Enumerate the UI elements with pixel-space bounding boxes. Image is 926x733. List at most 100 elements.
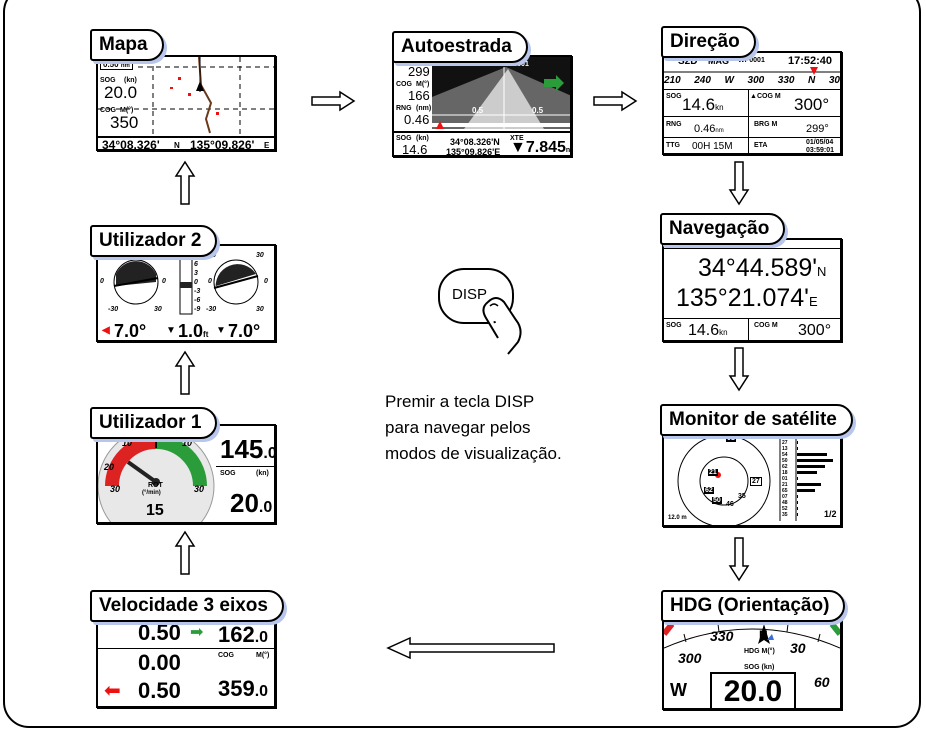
caption-line-3: modos de visualização. — [385, 444, 562, 463]
mapa-sog-label: SOG — [100, 77, 116, 84]
sat-signal-bar — [797, 489, 815, 492]
u1-sog-label: SOG — [220, 470, 236, 477]
dir-wp: WP0001 — [738, 57, 765, 64]
highway-graphic — [432, 57, 570, 129]
vel-r1-dec: .0 — [254, 629, 269, 646]
mapa-cog-value: 350 — [110, 113, 139, 132]
u2-scale-tick: 6 — [194, 261, 198, 268]
rot-gauge — [98, 427, 215, 522]
vel-r1: 162 — [218, 622, 255, 647]
map-scale-unit: nm — [120, 63, 130, 69]
sat-21: 21 — [708, 469, 718, 476]
dir-rng-label: RNG — [666, 121, 682, 128]
screen-utilizador1: 10 10 20 30 30 ROT (°/min) 15 145.0 SOG … — [96, 424, 276, 524]
dir-rng-unit: nm — [715, 128, 724, 134]
dir-ttg-label: TTG — [666, 142, 680, 149]
u2-top-3: 30 — [256, 252, 264, 259]
disp-key-label: DISP — [452, 286, 488, 303]
arrow-right-2 — [593, 90, 638, 112]
u2-scale-tick: 3 — [194, 270, 198, 277]
u2-bot-3: 30 — [256, 306, 264, 313]
u2-top-2: -30 — [206, 252, 217, 259]
vel-r2: 359 — [218, 676, 255, 701]
dir-compass-2: W — [724, 75, 734, 86]
compass-ticks — [664, 67, 840, 75]
sat-bar-label: 07 — [782, 494, 788, 500]
vel-cog-unit: M(°) — [256, 652, 270, 659]
screen-navegacao: 34°44.589'N 135°21.074'E SOG 14.6kn COG … — [662, 238, 842, 342]
hdg-compass-arc — [664, 622, 840, 649]
mapa-cog-label: COG — [100, 107, 116, 114]
caption: Premir a tecla DISP para navegar pelos m… — [385, 389, 562, 467]
tab-utilizador1: Utilizador 1 — [90, 407, 218, 439]
u1-g10r: 10 — [182, 438, 193, 448]
sat-bar-label: 50 — [782, 458, 788, 464]
u1-v2: 20 — [230, 488, 259, 518]
mapa-lat-h: N — [174, 141, 180, 150]
nav-lon-h: E — [808, 294, 818, 309]
u2-v2: 1.0 — [178, 321, 204, 341]
dir-eta-time: 03:59:01 — [806, 147, 835, 154]
screen-utilizador2: 30 -30 -30 30 0 0 0 0 -30 30 -30 30 9630… — [96, 244, 276, 342]
u1-rot-value: 15 — [146, 502, 164, 519]
dir-compass-6: 30 — [828, 75, 840, 86]
hdg-sog-label: SOG (kn) — [744, 664, 775, 671]
dir-compass-3: 300 — [747, 75, 765, 86]
sat-signal-bar — [797, 507, 798, 510]
u2-bot-1: 30 — [154, 306, 162, 313]
tab-mapa: Mapa — [90, 29, 164, 61]
caption-line-1: Premir a tecla DISP — [385, 392, 535, 411]
mapa-cog-unit: M(°) — [120, 107, 134, 114]
u2-scale-tick: -6 — [194, 297, 201, 304]
nav-lon: 135°21.074' — [676, 284, 809, 312]
hdg-30: 30 — [790, 640, 806, 656]
sat-signal-bar — [797, 477, 798, 480]
nav-cog-value: 300° — [798, 322, 832, 339]
auto-sog-label: SOG — [396, 135, 412, 142]
sat-signal-bar — [797, 459, 833, 462]
arrow-down-3 — [728, 537, 750, 582]
dir-cog-label: COG M — [756, 93, 781, 100]
vel-arrow-green: ➡ — [190, 624, 204, 641]
arrow-down-2 — [728, 347, 750, 392]
dir-sog-unit: kn — [715, 103, 724, 112]
sat-01: 01 — [726, 435, 736, 442]
sat-46: 46 — [726, 501, 734, 508]
vel-cog-label: COG — [218, 652, 234, 659]
auto-lane-right: 0.5 — [532, 106, 544, 115]
dir-s2d: S2D — [678, 56, 698, 67]
screen-velocidade: 0.50 ➡ 0.00 ⬅ 0.50 162.0 COG M(°) 359.0 — [96, 612, 276, 708]
tab-velocidade: Velocidade 3 eixos — [90, 590, 284, 622]
vel-v2: 0.00 — [138, 650, 181, 675]
vel-v3: 0.50 — [138, 678, 181, 703]
mapa-sog-value: 20.0 — [104, 83, 138, 102]
u2-mid-3: 0 — [264, 278, 268, 285]
sat-62: 62 — [704, 487, 714, 494]
arrow-up-1 — [174, 530, 196, 575]
dir-mag: MAG — [708, 56, 729, 66]
auto-lon: 135°09.826'E — [446, 147, 501, 157]
hdg-sog-value: 20.0 — [710, 672, 796, 708]
u2-mid-0: 0 — [100, 278, 104, 285]
auto-sog-unit: (kn) — [416, 135, 429, 142]
sat-hdop: 1.60 — [760, 433, 774, 440]
nav-lat: 34°44.589' — [698, 254, 818, 282]
arrow-up-3 — [174, 160, 196, 205]
hdg-hdg-label: HDG M(°) — [744, 648, 775, 655]
arrow-left-long — [386, 636, 555, 660]
tab-navegacao: Navegação — [660, 213, 786, 245]
sat-bar-label: 65 — [782, 488, 788, 494]
hdg-n: N — [759, 628, 768, 642]
nav-sog-label: SOG — [666, 322, 682, 329]
caption-line-2: para navegar pelos — [385, 418, 531, 437]
tab-autoestrada: Autoestrada — [392, 31, 528, 63]
sat-signal-bar — [797, 483, 821, 486]
dir-brg-value: 299° — [806, 123, 829, 135]
sat-bar-label: 46 — [782, 434, 788, 440]
nav-sog-unit: kn — [719, 328, 728, 337]
u1-rot-unit: (°/min) — [142, 490, 161, 496]
auto-cog-value: 166 — [408, 88, 430, 103]
auto-brg-value: 299 — [408, 64, 430, 79]
auto-lat: 34°08.326'N — [450, 137, 500, 147]
